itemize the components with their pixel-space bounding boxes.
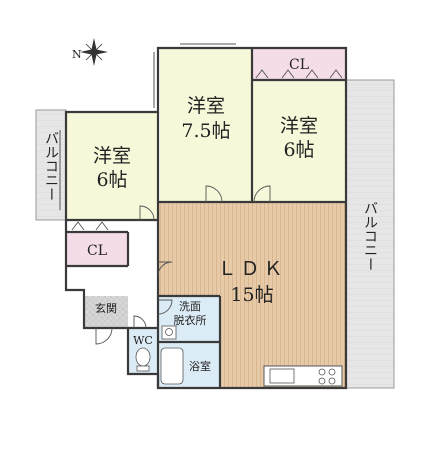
label-toilet: WC (133, 334, 153, 347)
washbasin-fixture (161, 325, 177, 340)
room-western-right (252, 80, 346, 202)
label-left-room-size: 6帖 (96, 169, 127, 191)
label-closet-top: CL (289, 57, 309, 73)
balcony-right (345, 79, 395, 389)
balcony-left (35, 109, 67, 221)
label-washroom-line1: 洗面 (179, 300, 201, 313)
door-entrance (95, 327, 113, 345)
compass-star-icon (80, 38, 108, 66)
compass-label: N (72, 48, 82, 61)
toilet-fixture (135, 347, 151, 372)
entrance-area (84, 290, 128, 328)
kitchen-counter (263, 365, 343, 387)
door-center-room (205, 185, 223, 203)
label-center-room-name: 洋室 (187, 95, 225, 117)
label-right-room-name: 洋室 (280, 115, 318, 137)
room-western-center (160, 48, 252, 202)
label-right-room-size: 6帖 (283, 139, 314, 161)
label-closet-left: CL (87, 243, 107, 259)
label-left-room-name: 洋室 (93, 145, 131, 167)
room-western-left (66, 112, 158, 220)
label-washroom-line2: 脱衣所 (174, 313, 207, 327)
closet-left (66, 232, 128, 266)
hall-area (66, 266, 158, 296)
door-right-room (253, 185, 271, 203)
label-balcony-right: バルコニー (362, 201, 378, 271)
label-ldk-name: ＬＤＫ (217, 258, 286, 280)
door-wc (133, 315, 147, 329)
closet-left-doors (71, 221, 109, 231)
label-ldk-size: 15帖 (230, 284, 273, 306)
closet-top-doors (255, 69, 343, 79)
label-bath: 浴室 (189, 359, 211, 373)
label-balcony-left: バルコニー (43, 131, 59, 201)
bathtub-fixture (160, 347, 184, 385)
label-entrance: 玄関 (95, 301, 117, 315)
door-left-room (139, 205, 155, 221)
closet-top (252, 48, 346, 80)
door-washroom (157, 299, 173, 315)
label-center-room-size: 7.5帖 (181, 120, 230, 142)
door-ldk (157, 261, 173, 277)
